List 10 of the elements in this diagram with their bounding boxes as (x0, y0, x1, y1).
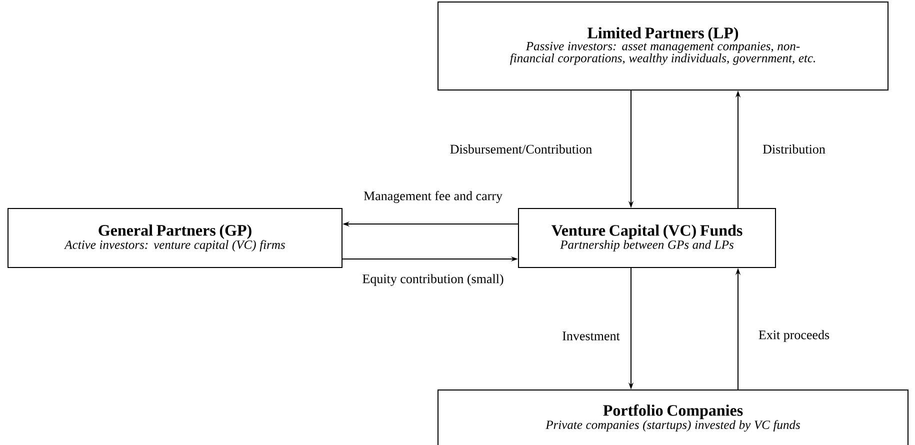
edge-label: Distribution (762, 143, 826, 155)
box: Venture Capital (VC) Funds Partnership between GPs and LPs (518, 208, 776, 268)
box: General Partners (GP) Active investors: venture capital (VC) firms (8, 208, 342, 268)
box: Portfolio Companies Private companies (startups) invested by VC funds (438, 390, 908, 445)
edge-label: Investment (561, 330, 621, 342)
edge-label: Equity contribution (small) (361, 273, 505, 287)
box: Limited Partners (LP) Passive investors: asset management companies, non-financial corporations, wealthy individuals, government, etc. (438, 2, 888, 90)
edge-label: Exit proceeds (757, 329, 831, 343)
edge-label: Disbursement/Contribution (448, 143, 594, 155)
edge-label: Management fee and carry (362, 190, 504, 204)
